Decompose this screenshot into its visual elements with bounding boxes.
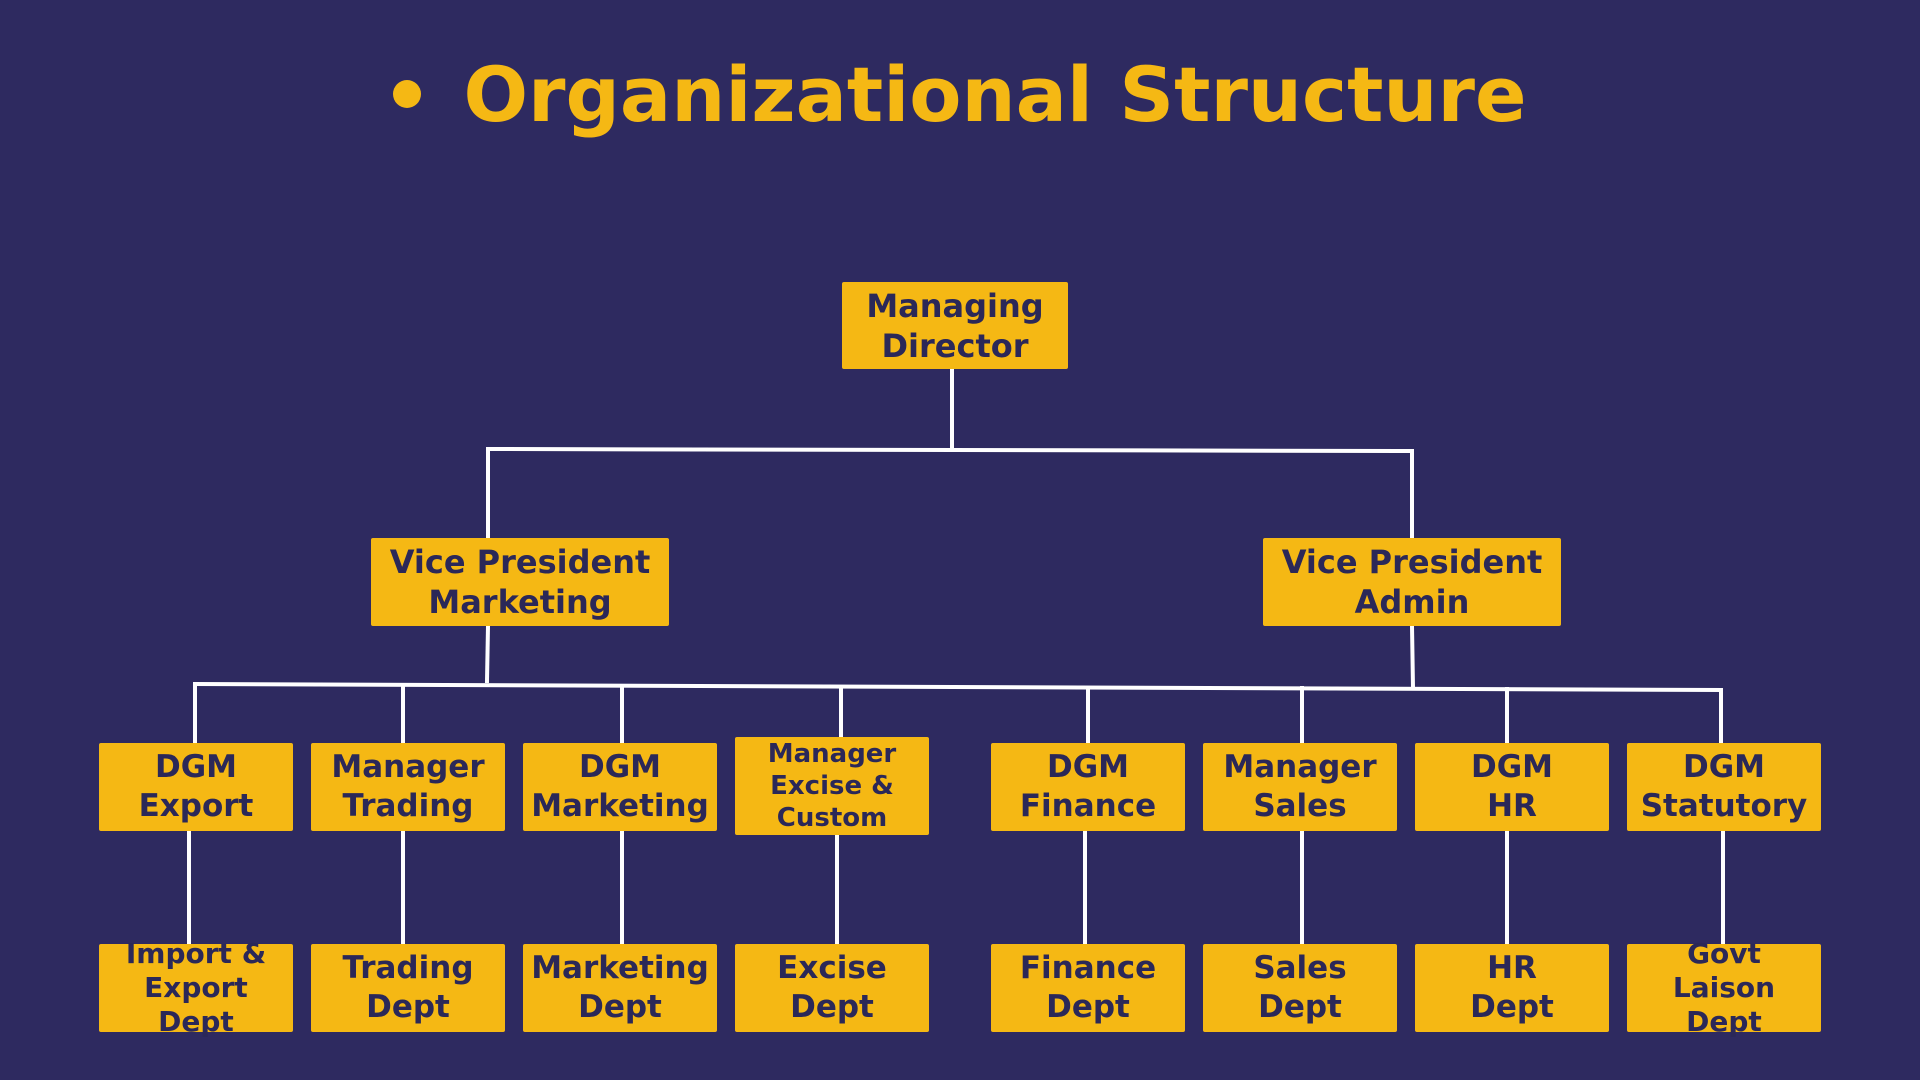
node-label: DGM Finance <box>1019 749 1157 824</box>
node-dgm-hr: DGM HR <box>1415 743 1609 831</box>
bullet-icon <box>393 80 422 108</box>
connector-lower-bus <box>192 681 1724 693</box>
node-label: Managing Director <box>866 286 1044 365</box>
connector-vp-admin-down <box>1409 623 1416 691</box>
node-label: HR Dept <box>1470 950 1554 1025</box>
node-label: Import & Export Dept <box>125 937 267 1038</box>
node-label: Marketing Dept <box>531 950 709 1025</box>
node-hr-dept: HR Dept <box>1415 944 1609 1032</box>
node-label: Sales Dept <box>1253 950 1347 1025</box>
node-manager-trading: Manager Trading <box>311 743 505 831</box>
node-managing-director: Managing Director <box>842 282 1068 369</box>
node-dgm-finance: DGM Finance <box>991 743 1185 831</box>
node-manager-sales: Manager Sales <box>1203 743 1397 831</box>
node-excise-dept: Excise Dept <box>735 944 929 1032</box>
node-label: DGM HR <box>1470 749 1554 824</box>
node-finance-dept: Finance Dept <box>991 944 1185 1032</box>
node-dgm-marketing: DGM Marketing <box>523 743 717 831</box>
node-govt-laison-dept: Govt Laison Dept <box>1627 937 1821 1038</box>
node-vp-admin: Vice President Admin <box>1263 538 1561 626</box>
node-label: Finance Dept <box>1019 950 1157 1025</box>
node-sales-dept: Sales Dept <box>1203 944 1397 1032</box>
page-title: Organizational Structure <box>0 40 1920 150</box>
node-label: Manager Sales <box>1223 749 1377 824</box>
node-trading-dept: Trading Dept <box>311 944 505 1032</box>
node-import-export-dept: Import & Export Dept <box>99 937 293 1038</box>
node-label: Trading Dept <box>342 950 474 1025</box>
node-label: DGM Export <box>138 749 254 824</box>
title-text: Organizational Structure <box>463 50 1527 139</box>
node-label: Vice President Marketing <box>389 543 651 621</box>
node-label: Govt Laison Dept <box>1672 937 1776 1038</box>
node-manager-excise-custom: Manager Excise & Custom <box>735 737 929 835</box>
node-dgm-export: DGM Export <box>99 743 293 831</box>
connector-vp-marketing-down <box>484 623 491 684</box>
node-label: Manager Excise & Custom <box>767 739 897 833</box>
node-dgm-statutory: DGM Statutory <box>1627 743 1821 831</box>
node-label: DGM Statutory <box>1640 749 1808 824</box>
node-label: DGM Marketing <box>531 749 709 824</box>
node-label: Excise Dept <box>777 950 887 1025</box>
node-label: Vice President Admin <box>1281 543 1543 621</box>
node-marketing-dept: Marketing Dept <box>523 944 717 1032</box>
node-vp-marketing: Vice President Marketing <box>371 538 669 626</box>
connector-top-bus <box>485 446 1415 454</box>
node-label: Manager Trading <box>331 749 485 824</box>
